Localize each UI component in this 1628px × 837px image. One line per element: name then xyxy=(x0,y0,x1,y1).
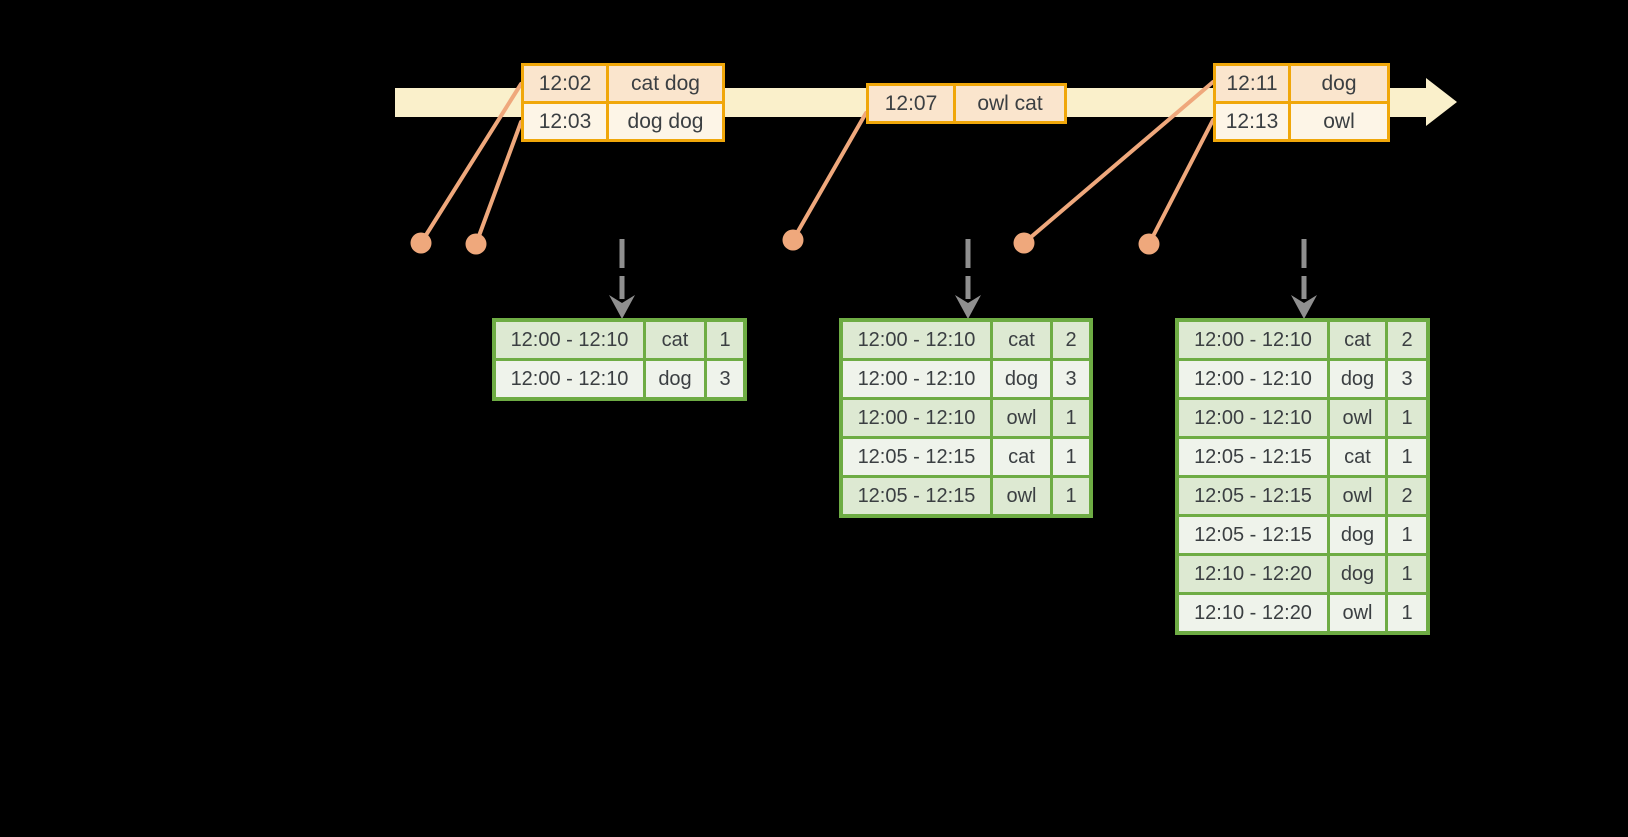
event-dot xyxy=(465,233,487,255)
result-word: cat xyxy=(990,439,1050,475)
result-window: 12:00 - 12:10 xyxy=(496,361,643,397)
result-window: 12:00 - 12:10 xyxy=(496,322,643,358)
event-words: owl xyxy=(1288,104,1387,139)
event-words: owl cat xyxy=(953,86,1064,121)
event-time: 12:13 xyxy=(1216,104,1288,139)
event-dot xyxy=(410,232,432,254)
result-count: 3 xyxy=(704,361,743,397)
result-count: 1 xyxy=(1385,556,1426,592)
event-time: 12:11 xyxy=(1216,66,1288,101)
result-count: 2 xyxy=(1385,322,1426,358)
result-word: owl xyxy=(1327,478,1385,514)
result-word: owl xyxy=(990,478,1050,514)
result-word: owl xyxy=(1327,400,1385,436)
result-window: 12:05 - 12:15 xyxy=(1179,517,1327,553)
result-word: dog xyxy=(990,361,1050,397)
result-count: 1 xyxy=(1385,400,1426,436)
event-time: 12:02 xyxy=(524,66,606,101)
result-word: dog xyxy=(1327,556,1385,592)
event-words: dog xyxy=(1288,66,1387,101)
connector-line xyxy=(1022,80,1215,245)
result-word: cat xyxy=(1327,439,1385,475)
result-count: 1 xyxy=(1385,439,1426,475)
result-window: 12:10 - 12:20 xyxy=(1179,595,1327,631)
result-count: 1 xyxy=(1050,478,1089,514)
result-window: 12:00 - 12:10 xyxy=(1179,361,1327,397)
connector-line xyxy=(1147,118,1215,246)
result-word: cat xyxy=(990,322,1050,358)
result-word: owl xyxy=(1327,595,1385,631)
connector-line xyxy=(474,120,523,246)
result-count: 2 xyxy=(1050,322,1089,358)
event-dot xyxy=(782,229,804,251)
result-window: 12:00 - 12:10 xyxy=(843,400,990,436)
event-dots xyxy=(410,229,1160,255)
trigger-arrows xyxy=(609,239,1317,319)
trigger-arrowhead-icon xyxy=(609,295,635,319)
result-window: 12:05 - 12:15 xyxy=(843,439,990,475)
result-count: 1 xyxy=(704,322,743,358)
event-dot xyxy=(1013,232,1035,254)
event-words: cat dog xyxy=(606,66,722,101)
result-count: 1 xyxy=(1385,595,1426,631)
result-word: cat xyxy=(1327,322,1385,358)
result-count: 1 xyxy=(1050,400,1089,436)
result-count: 2 xyxy=(1385,478,1426,514)
result-count: 3 xyxy=(1385,361,1426,397)
result-window: 12:00 - 12:10 xyxy=(1179,400,1327,436)
result-window: 12:00 - 12:10 xyxy=(843,361,990,397)
connector-line xyxy=(419,82,523,245)
result-count: 3 xyxy=(1050,361,1089,397)
result-window: 12:00 - 12:10 xyxy=(843,322,990,358)
event-time: 12:03 xyxy=(524,104,606,139)
result-window: 12:00 - 12:10 xyxy=(1179,322,1327,358)
result-window: 12:05 - 12:15 xyxy=(1179,478,1327,514)
connector-line xyxy=(791,111,868,242)
event-time: 12:07 xyxy=(869,86,953,121)
result-count: 1 xyxy=(1385,517,1426,553)
result-word: dog xyxy=(1327,361,1385,397)
result-word: cat xyxy=(643,322,704,358)
trigger-arrowhead-icon xyxy=(1291,295,1317,319)
result-word: owl xyxy=(990,400,1050,436)
event-connectors xyxy=(419,80,1215,246)
result-word: dog xyxy=(1327,517,1385,553)
result-window: 12:05 - 12:15 xyxy=(843,478,990,514)
event-dot xyxy=(1138,233,1160,255)
result-count: 1 xyxy=(1050,439,1089,475)
event-words: dog dog xyxy=(606,104,722,139)
timeline-arrowhead-icon xyxy=(1426,78,1457,126)
result-window: 12:05 - 12:15 xyxy=(1179,439,1327,475)
trigger-arrowhead-icon xyxy=(955,295,981,319)
result-word: dog xyxy=(643,361,704,397)
result-window: 12:10 - 12:20 xyxy=(1179,556,1327,592)
